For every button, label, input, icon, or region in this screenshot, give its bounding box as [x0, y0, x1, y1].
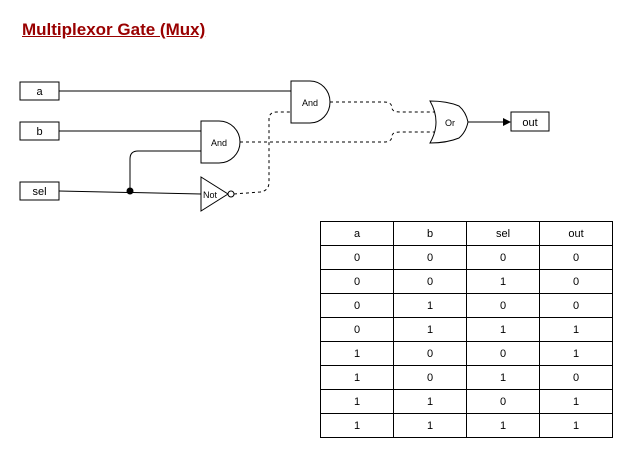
input-a-label: a — [36, 86, 43, 98]
and-gate-bottom-label: And — [211, 138, 227, 148]
table-cell: 1 — [393, 317, 467, 342]
arrow-head-icon — [503, 118, 511, 126]
table-cell: 1 — [466, 317, 540, 342]
wire-not-to-and-top — [233, 111, 291, 195]
table-header-row: a b sel out — [320, 221, 613, 246]
table-cell: 0 — [466, 293, 540, 318]
table-row: 0 1 0 0 — [320, 293, 613, 318]
column-header-b: b — [393, 221, 467, 246]
or-gate-icon — [429, 100, 469, 144]
table-cell: 1 — [320, 413, 394, 438]
table-row: 1 1 0 1 — [320, 389, 613, 414]
table-cell: 1 — [466, 413, 540, 438]
table-cell: 1 — [466, 269, 540, 294]
table-cell: 0 — [393, 269, 467, 294]
table-row: 1 1 1 1 — [320, 413, 613, 438]
table-row: 0 0 1 0 — [320, 269, 613, 294]
table-row: 0 1 1 1 — [320, 317, 613, 342]
table-cell: 1 — [320, 365, 394, 390]
table-cell: 1 — [393, 413, 467, 438]
input-a: a — [19, 81, 60, 101]
input-b: b — [19, 121, 60, 141]
and-gate-top-label: And — [302, 98, 318, 108]
table-cell: 0 — [320, 269, 394, 294]
table-row: 0 0 0 0 — [320, 245, 613, 270]
or-gate-label: Or — [445, 118, 455, 128]
table-cell: 1 — [320, 341, 394, 366]
wire-and-top-to-or — [330, 101, 436, 113]
table-cell: 0 — [539, 293, 613, 318]
table-cell: 0 — [393, 245, 467, 270]
column-header-a: a — [320, 221, 394, 246]
table-cell: 0 — [320, 245, 394, 270]
table-cell: 0 — [393, 365, 467, 390]
column-header-out: out — [539, 221, 613, 246]
input-sel: sel — [19, 181, 60, 201]
not-gate-label: Not — [203, 190, 218, 200]
table-row: 1 0 0 1 — [320, 341, 613, 366]
table-cell: 1 — [539, 341, 613, 366]
and-gate-top: And — [290, 80, 331, 124]
table-cell: 1 — [320, 389, 394, 414]
table-cell: 0 — [466, 341, 540, 366]
table-cell: 0 — [393, 341, 467, 366]
input-sel-label: sel — [32, 186, 46, 198]
or-gate: Or — [429, 100, 469, 144]
table-cell: 0 — [466, 245, 540, 270]
page-title: Multiplexor Gate (Mux) — [22, 20, 206, 39]
table-cell: 1 — [539, 413, 613, 438]
and-gate-icon — [200, 120, 241, 164]
table-cell: 0 — [320, 317, 394, 342]
wire-sel-branch-to-and-bottom — [129, 150, 201, 192]
input-b-label: b — [36, 126, 42, 138]
table-cell: 0 — [320, 293, 394, 318]
table-cell: 0 — [539, 245, 613, 270]
wire-and-bottom-to-or — [240, 131, 436, 143]
table-cell: 1 — [539, 317, 613, 342]
and-gate-icon — [290, 80, 331, 124]
table-cell: 0 — [539, 269, 613, 294]
not-gate-icon — [200, 176, 229, 212]
table-row: 1 0 1 0 — [320, 365, 613, 390]
table-cell: 1 — [466, 365, 540, 390]
not-gate: Not — [200, 176, 235, 212]
table-cell: 0 — [466, 389, 540, 414]
output-out: out — [510, 111, 550, 132]
output-out-label: out — [522, 117, 537, 129]
table-cell: 0 — [539, 365, 613, 390]
truth-table: a b sel out 0 0 0 0 0 0 1 0 0 1 0 0 0 1 … — [320, 221, 613, 438]
junction-dot — [126, 187, 134, 195]
table-cell: 1 — [539, 389, 613, 414]
table-cell: 1 — [393, 293, 467, 318]
table-cell: 1 — [393, 389, 467, 414]
and-gate-bottom: And — [200, 120, 241, 164]
column-header-sel: sel — [466, 221, 540, 246]
inversion-bubble-icon — [227, 190, 235, 198]
